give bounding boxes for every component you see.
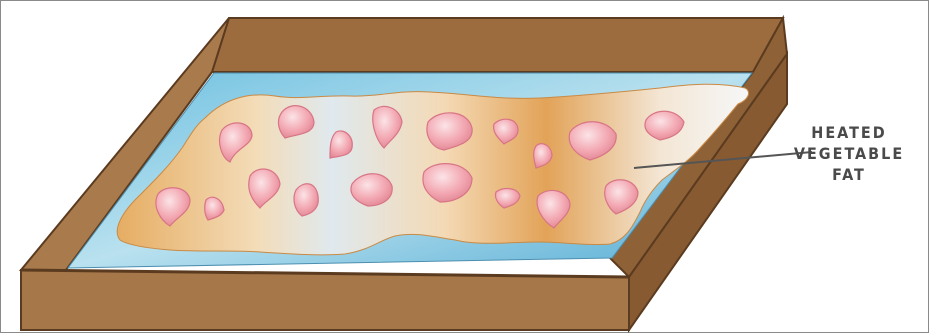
tray-front-wall bbox=[21, 270, 629, 330]
label-line-2: VEGETABLE bbox=[779, 143, 919, 164]
label-line-1: HEATED bbox=[779, 122, 919, 143]
tray-back-wall bbox=[212, 18, 783, 72]
label-line-3: FAT bbox=[779, 164, 919, 185]
heated-vegetable-fat-label: HEATED VEGETABLE FAT bbox=[779, 122, 919, 185]
